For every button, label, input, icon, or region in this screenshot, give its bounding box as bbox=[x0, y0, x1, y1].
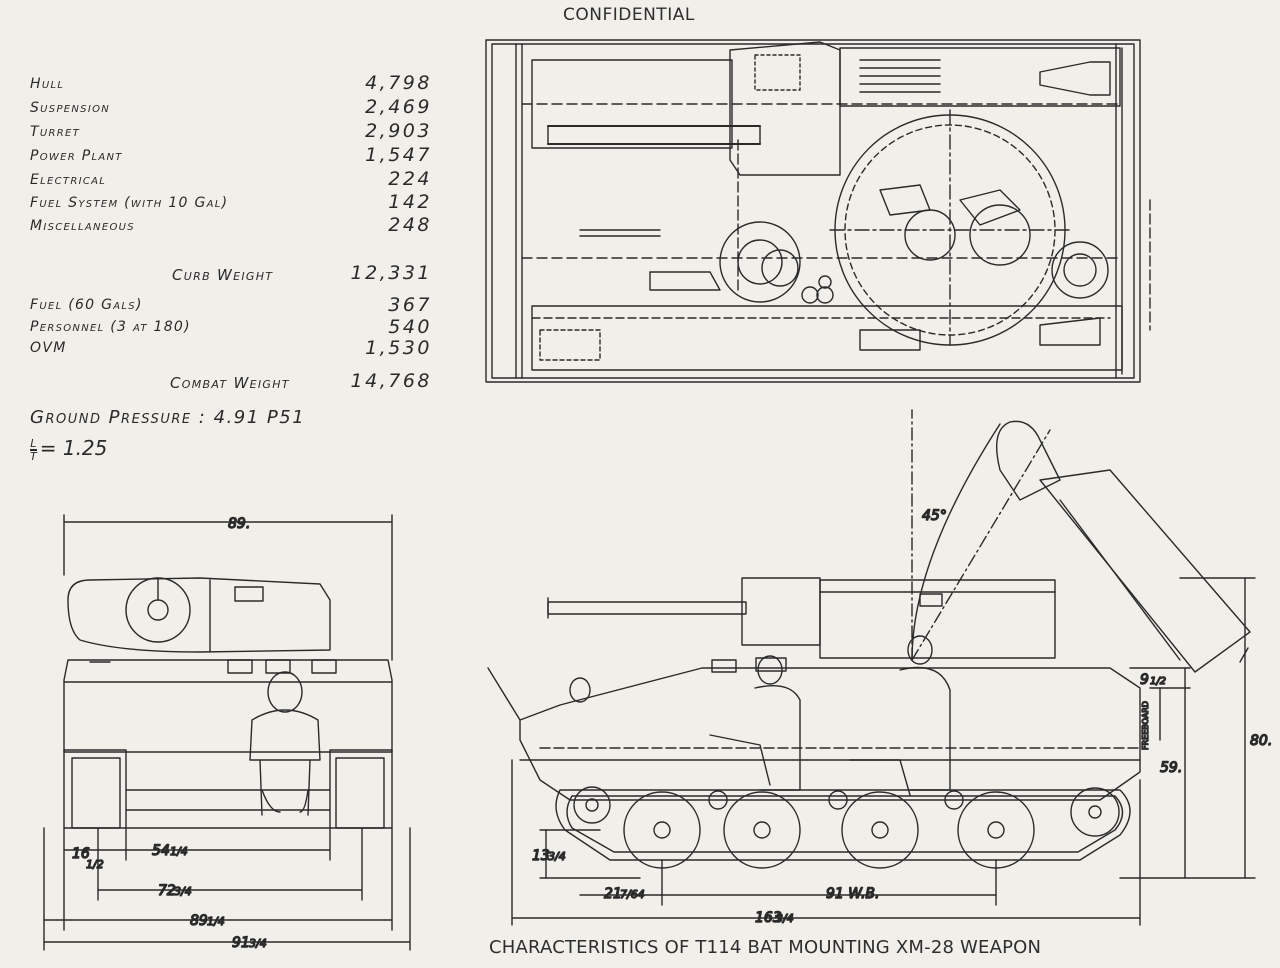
dim-width-b-frac: 3/4 bbox=[249, 937, 267, 950]
dim-tread-frac: 3/4 bbox=[174, 885, 192, 898]
figure-caption: CHARACTERISTICS OF T114 BAT MOUNTING XM-… bbox=[489, 937, 1042, 958]
dim-length-frac: 3/4 bbox=[776, 912, 794, 925]
weight-label-fuel: Fuel (60 Gals) bbox=[30, 297, 143, 313]
side-view bbox=[487, 409, 1256, 926]
combat-weight-value: 14,768 bbox=[350, 370, 432, 392]
lt-value: = 1.25 bbox=[39, 436, 108, 460]
dim-freeboard-label: FREEBOARD bbox=[1141, 701, 1150, 750]
weight-value-ovm: 1,530 bbox=[365, 337, 432, 359]
weight-value-suspension: 2,469 bbox=[365, 96, 432, 118]
dim-clearance-frac: 3/4 bbox=[548, 850, 566, 863]
dim-inner-width-frac: 1/4 bbox=[170, 845, 188, 858]
weight-value-hull: 4,798 bbox=[365, 72, 432, 94]
weight-value-fuel: 367 bbox=[388, 294, 432, 316]
weight-label-electrical: Electrical bbox=[30, 172, 107, 188]
weight-label-hull: Hull bbox=[30, 76, 65, 92]
weight-value-personnel: 540 bbox=[388, 316, 432, 338]
dim-width-b: 91 bbox=[232, 935, 250, 951]
curb-weight-label: Curb Weight bbox=[172, 266, 274, 284]
lt-fraction: L T bbox=[30, 436, 37, 463]
dim-clearance: 13 bbox=[532, 848, 550, 864]
weight-label-power-plant: Power Plant bbox=[30, 148, 123, 164]
weight-label-miscellaneous: Miscellaneous bbox=[30, 218, 135, 234]
weight-label-suspension: Suspension bbox=[30, 100, 111, 116]
combat-weight-label: Combat Weight bbox=[170, 374, 290, 392]
lt-ratio: L T = 1.25 bbox=[30, 436, 107, 462]
weight-label-personnel: Personnel (3 at 180) bbox=[30, 319, 191, 335]
weight-label-fuel-system: Fuel System (with 10 Gal) bbox=[30, 195, 229, 211]
dim-front-overhang: 21 bbox=[604, 886, 622, 902]
dim-front-overhang-frac: 7/64 bbox=[620, 888, 645, 901]
weight-value-turret: 2,903 bbox=[365, 120, 432, 142]
dim-track-width: 16 bbox=[72, 846, 90, 862]
weight-label-ovm: OVM bbox=[30, 340, 67, 356]
curb-weight-value: 12,331 bbox=[350, 262, 432, 284]
dim-width-a: 89 bbox=[190, 913, 208, 929]
front-view bbox=[43, 514, 411, 951]
dim-tread: 72 bbox=[158, 883, 176, 899]
weight-value-power-plant: 1,547 bbox=[365, 144, 432, 166]
dim-track-width-frac: 1/2 bbox=[86, 858, 104, 871]
weight-table: Hull 4,798 Suspension 2,469 Turret 2,903… bbox=[0, 0, 460, 470]
dim-width-a-frac: 1/4 bbox=[207, 915, 225, 928]
weight-value-fuel-system: 142 bbox=[388, 191, 432, 213]
dim-freeboard: 9 bbox=[1140, 672, 1149, 688]
dim-hull-height: 59. bbox=[1160, 760, 1182, 776]
dim-freeboard-frac: 1/2 bbox=[1150, 676, 1166, 687]
dim-overall-width: 89. bbox=[228, 516, 250, 532]
dim-inner-width: 54 bbox=[152, 843, 170, 859]
weight-value-miscellaneous: 248 bbox=[388, 214, 432, 236]
weight-label-turret: Turret bbox=[30, 124, 80, 140]
weight-value-electrical: 224 bbox=[388, 168, 432, 190]
ground-pressure: Ground Pressure : 4.91 P51 bbox=[30, 407, 306, 428]
dim-length: 163 bbox=[755, 910, 782, 926]
dim-height-overall: 80. bbox=[1250, 733, 1272, 749]
dim-wheelbase: 91 W.B. bbox=[826, 886, 879, 902]
confidential-stamp: CONFIDENTIAL bbox=[563, 5, 695, 25]
plan-view bbox=[485, 39, 1151, 383]
dim-elevation: 45° bbox=[922, 508, 947, 524]
